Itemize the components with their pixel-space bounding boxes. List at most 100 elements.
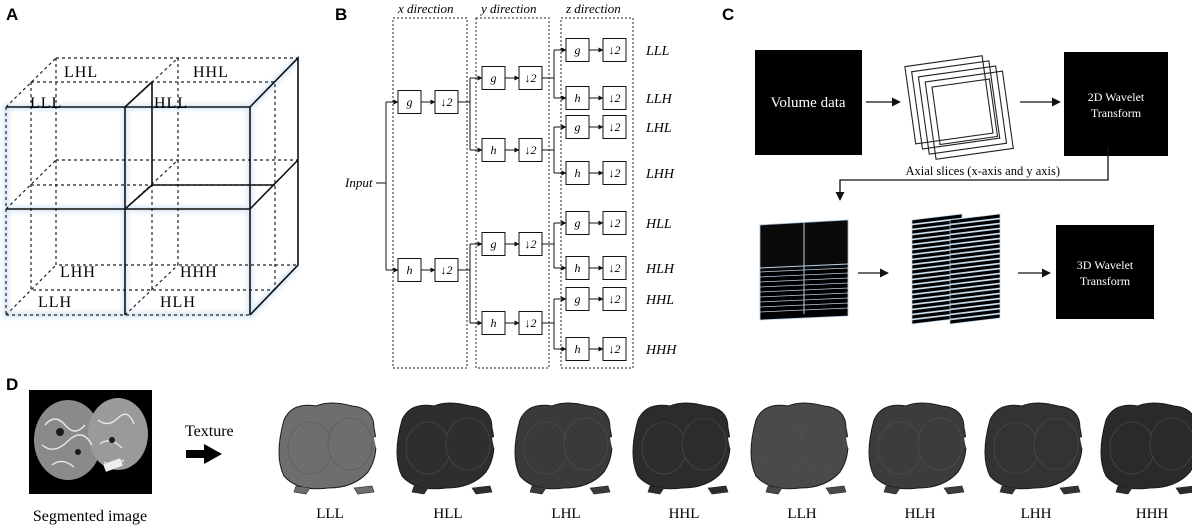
split-column-1 bbox=[949, 213, 1001, 325]
y-low-1-down-sampler: ↓2 bbox=[518, 232, 543, 256]
volume-data-label: Volume data bbox=[770, 95, 845, 111]
y-high-1-h-filter-text: h bbox=[491, 316, 497, 330]
z-low-0-down-sampler: ↓2 bbox=[602, 38, 627, 62]
z-high-1-down-sampler-text: ↓2 bbox=[609, 166, 621, 180]
z-high-3-h-filter-text: h bbox=[575, 342, 581, 356]
z-high-0-down-sampler-text: ↓2 bbox=[609, 91, 621, 105]
x-high-down-sampler: ↓2 bbox=[434, 258, 459, 282]
x-high-h-filter: h bbox=[397, 258, 422, 282]
z-high-1-h-filter-text: h bbox=[575, 166, 581, 180]
z-low-2-g-filter-text: g bbox=[575, 216, 581, 230]
thumb-llh: LLH bbox=[750, 402, 858, 522]
z-high-1-h-filter: h bbox=[565, 161, 590, 185]
panel-d-label: D bbox=[6, 375, 18, 394]
output-hhl: HHL bbox=[645, 293, 674, 308]
split-subband-stack bbox=[911, 213, 1001, 325]
y-high-1-down-sampler: ↓2 bbox=[518, 311, 543, 335]
subband-stack bbox=[759, 219, 849, 321]
output-lhl: LHL bbox=[645, 121, 672, 136]
z-low-1-down-sampler: ↓2 bbox=[602, 115, 627, 139]
wavelet-3d-box bbox=[1056, 225, 1154, 319]
panel-c: C Volume data 2D Wavelet Transform Axial… bbox=[722, 5, 1168, 325]
cube-label-hlh: HLH bbox=[160, 294, 196, 311]
z-low-1-g-filter: g bbox=[565, 115, 590, 139]
arrow-2d-to-subbands bbox=[835, 146, 1109, 201]
wavelet-2d-line1: 2D Wavelet bbox=[1088, 90, 1145, 104]
y-high-0-h-filter-text: h bbox=[491, 143, 497, 157]
z-high-2-down-sampler: ↓2 bbox=[602, 256, 627, 280]
output-hll: HLL bbox=[645, 217, 672, 232]
segmented-caption: Segmented image bbox=[33, 508, 147, 525]
output-hlh: HLH bbox=[645, 262, 675, 277]
thumb-label-lhh: LHH bbox=[1021, 506, 1052, 522]
wavelet-2d-box bbox=[1064, 52, 1168, 156]
thumb-label-lll: LLL bbox=[316, 506, 344, 522]
x-high-h-filter-text: h bbox=[407, 263, 413, 277]
wavelet-3d-line1: 3D Wavelet bbox=[1077, 258, 1134, 272]
filterbank-connections bbox=[376, 47, 604, 352]
output-hhh: HHH bbox=[645, 343, 677, 358]
thumb-label-hlh: HLH bbox=[905, 506, 936, 522]
axial-slices-stack bbox=[904, 55, 1014, 160]
input-label: Input bbox=[344, 175, 373, 190]
z-low-2-down-sampler: ↓2 bbox=[602, 211, 627, 235]
z-high-3-h-filter: h bbox=[565, 337, 590, 361]
z-low-0-g-filter-text: g bbox=[575, 43, 581, 57]
y-low-0-down-sampler: ↓2 bbox=[518, 66, 543, 90]
y-low-1-g-filter-text: g bbox=[491, 237, 497, 251]
x-direction-box bbox=[392, 17, 468, 369]
thumb-label-llh: LLH bbox=[787, 506, 816, 522]
thumb-hhl: HHL bbox=[632, 402, 740, 522]
z-high-0-h-filter: h bbox=[565, 86, 590, 110]
x-low-g-filter: g bbox=[397, 90, 422, 114]
texture-thumbnails: LLL HLL LHL HHL LLH HLH LHH HHH bbox=[278, 402, 1192, 522]
z-low-1-g-filter-text: g bbox=[575, 120, 581, 134]
thumb-lhl: LHL bbox=[514, 402, 622, 522]
z-low-2-down-sampler-text: ↓2 bbox=[609, 216, 621, 230]
z-high-3-down-sampler: ↓2 bbox=[602, 337, 627, 361]
split-column-0 bbox=[911, 213, 963, 325]
thumb-hhh: HHH bbox=[1100, 402, 1192, 522]
z-high-3-down-sampler-text: ↓2 bbox=[609, 342, 621, 356]
cube-front-edges bbox=[6, 56, 299, 316]
panel-a-label: A bbox=[6, 5, 18, 24]
filterbank-blocks: g↓2h↓2g↓2h↓2g↓2h↓2g↓2h↓2g↓2h↓2g↓2h↓2g↓2h… bbox=[397, 38, 627, 361]
y-high-1-down-sampler-text: ↓2 bbox=[525, 316, 537, 330]
thumb-label-hll: HLL bbox=[433, 506, 462, 522]
y-high-0-down-sampler-text: ↓2 bbox=[525, 143, 537, 157]
cube-label-lhh: LHH bbox=[60, 264, 96, 281]
y-direction-box bbox=[475, 17, 550, 369]
thumb-lll: LLL bbox=[278, 402, 386, 522]
panel-c-label: C bbox=[722, 5, 734, 24]
thumb-hll: HLL bbox=[396, 402, 504, 522]
cube-label-lll: LLL bbox=[30, 95, 62, 112]
y-low-1-down-sampler-text: ↓2 bbox=[525, 237, 537, 251]
panel-b: B x direction y direction z direction In… bbox=[335, 1, 677, 369]
thumb-label-hhh: HHH bbox=[1136, 506, 1169, 522]
y-high-0-down-sampler: ↓2 bbox=[518, 138, 543, 162]
wavelet-2d-line2: Transform bbox=[1091, 106, 1142, 120]
z-low-3-down-sampler-text: ↓2 bbox=[609, 292, 621, 306]
thumb-label-lhl: LHL bbox=[551, 506, 580, 522]
z-direction-label: z direction bbox=[565, 1, 621, 16]
output-lll: LLL bbox=[645, 44, 670, 59]
z-high-2-h-filter-text: h bbox=[575, 261, 581, 275]
y-low-1-g-filter: g bbox=[481, 232, 506, 256]
texture-label: Texture bbox=[185, 423, 234, 440]
y-low-0-g-filter: g bbox=[481, 66, 506, 90]
z-low-2-g-filter: g bbox=[565, 211, 590, 235]
x-low-g-filter-text: g bbox=[407, 95, 413, 109]
output-llh: LLH bbox=[645, 92, 673, 107]
x-high-down-sampler-text: ↓2 bbox=[441, 263, 453, 277]
z-high-1-down-sampler: ↓2 bbox=[602, 161, 627, 185]
panel-a: A bbox=[3, 5, 301, 318]
z-low-1-down-sampler-text: ↓2 bbox=[609, 120, 621, 134]
x-direction-label: x direction bbox=[397, 1, 453, 16]
y-low-0-down-sampler-text: ↓2 bbox=[525, 71, 537, 85]
x-low-down-sampler: ↓2 bbox=[434, 90, 459, 114]
y-high-0-h-filter: h bbox=[481, 138, 506, 162]
z-direction-box bbox=[560, 17, 634, 369]
